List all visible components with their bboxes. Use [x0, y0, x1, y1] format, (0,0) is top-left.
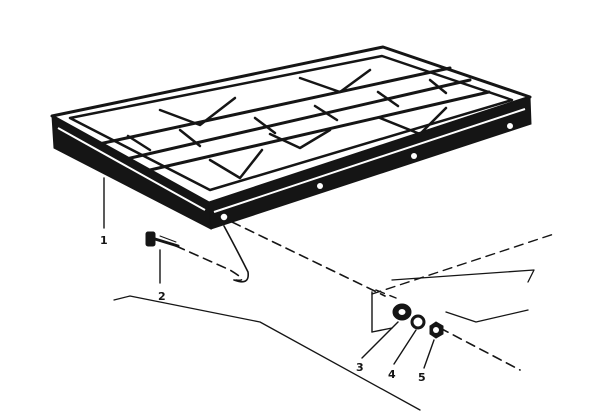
mounting-bracket — [371, 233, 555, 333]
bracket-edge — [371, 327, 393, 333]
grate-rib — [148, 90, 491, 172]
lock-washer — [410, 314, 426, 330]
grate-right-face — [208, 96, 532, 230]
lock-washer-part — [410, 314, 426, 330]
bracket-edge — [371, 233, 555, 295]
grate-rib — [120, 78, 472, 162]
bracket-flange — [445, 309, 529, 323]
grate-brace — [378, 106, 448, 136]
bracket-edge — [375, 289, 397, 299]
washer-part — [392, 303, 412, 321]
grate-frame — [50, 45, 532, 230]
grate-divider — [313, 104, 339, 122]
bolt-part — [145, 231, 180, 248]
leader-line-4 — [393, 329, 417, 365]
front-highlight — [57, 127, 206, 211]
bolt-shank — [153, 237, 180, 248]
bolt-hole — [317, 183, 323, 189]
grate-brace — [126, 134, 152, 152]
grate-divider — [376, 90, 400, 108]
callout-4: 4 — [388, 368, 396, 381]
bolt-path — [175, 245, 243, 282]
nut-hole — [433, 327, 439, 333]
nut-part — [429, 321, 444, 339]
grate-divider — [428, 78, 448, 95]
assembly-axis — [231, 221, 386, 297]
grate-brace — [268, 128, 332, 150]
grate-front-face — [51, 115, 212, 230]
callout-3: 3 — [356, 361, 364, 374]
assembly-axis-extension — [439, 327, 521, 371]
side-highlight — [213, 108, 526, 213]
bolt-hole — [507, 123, 513, 129]
leader-line-5 — [423, 339, 435, 369]
grate-brace — [158, 96, 237, 127]
grate-brace — [298, 68, 372, 94]
grate-divider — [178, 128, 202, 148]
bolt-hole — [411, 153, 417, 159]
callout-1: 1 — [100, 234, 108, 247]
surface-edge-line — [113, 295, 421, 411]
frame-bolt-hole — [219, 212, 229, 222]
bracket-flange — [391, 269, 535, 283]
grate-divider — [253, 116, 277, 135]
leader-line-3 — [361, 321, 399, 359]
grate-brace — [208, 148, 264, 180]
grate-rib — [97, 66, 452, 146]
callout-2: 2 — [158, 290, 166, 303]
washer-hole — [398, 309, 406, 315]
bolt-return-curve — [223, 225, 250, 283]
callout-5: 5 — [418, 371, 426, 384]
bolt-thread — [159, 235, 177, 243]
